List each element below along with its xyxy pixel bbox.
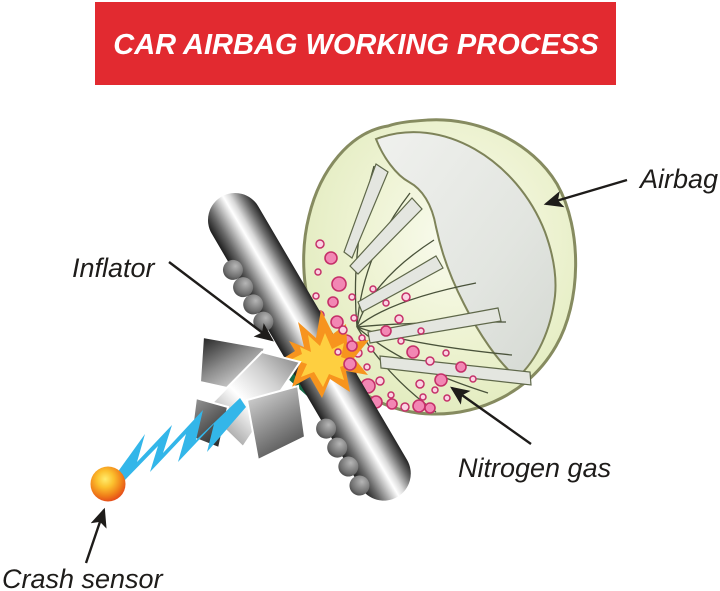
nitrogen-dot — [363, 363, 371, 371]
arrow-to-airbag — [543, 178, 628, 208]
arrow-to-crash-sensor — [84, 507, 107, 564]
label-crash-sensor: Crash sensor — [2, 564, 164, 591]
nitrogen-dot — [469, 375, 477, 383]
nitrogen-dot — [331, 276, 347, 292]
label-inflator: Inflator — [72, 253, 156, 283]
nitrogen-dot — [406, 345, 420, 359]
nitrogen-gas-dots-foreground — [334, 325, 358, 371]
arrow-facet-fin — [245, 384, 307, 462]
column-grip-bump — [222, 259, 243, 280]
flame-inner — [292, 333, 355, 387]
nitrogen-dot — [415, 379, 425, 389]
column-grip-bump — [233, 277, 254, 298]
nitrogen-dot — [312, 292, 320, 300]
nitrogen-dot — [327, 296, 339, 308]
label-arrows — [84, 178, 628, 564]
nitrogen-dot — [350, 314, 358, 322]
nitrogen-dot — [338, 325, 348, 335]
nitrogen-dot — [425, 356, 435, 366]
nitrogen-dot — [314, 268, 322, 276]
title-banner: CAR AIRBAG WORKING PROCESS — [95, 2, 616, 85]
nitrogen-dot — [367, 345, 375, 353]
nitrogen-dot — [369, 285, 377, 293]
nitrogen-dot — [417, 327, 425, 335]
airbag-rib — [357, 255, 444, 313]
airbag-ribs — [343, 163, 532, 386]
nitrogen-dot — [442, 349, 450, 357]
nitrogen-dot — [358, 334, 366, 342]
nitrogen-dot — [401, 292, 411, 302]
column-grip-bump — [243, 294, 264, 315]
nitrogen-dot — [400, 402, 410, 412]
nitrogen-dot — [397, 337, 405, 345]
gas-flow-line — [356, 239, 435, 328]
nitrogen-dot — [346, 340, 358, 352]
airbag-balloon — [302, 118, 578, 416]
title-banner-background — [95, 2, 616, 85]
column-grip-bump — [327, 437, 348, 458]
nitrogen-dot — [394, 314, 404, 324]
nitrogen-dot — [386, 398, 398, 410]
nitrogen-dot — [434, 373, 448, 387]
lightning-bolt-icon — [117, 398, 246, 481]
airbag-rib — [349, 197, 423, 275]
gas-flow-line — [356, 282, 477, 328]
nitrogen-dot — [324, 251, 338, 265]
label-nitrogen-gas: Nitrogen gas — [458, 453, 611, 483]
airbag-rib — [367, 307, 502, 344]
arrow-to-inflator — [168, 261, 274, 342]
column-grip-bump — [338, 456, 359, 477]
nitrogen-dot — [455, 361, 467, 373]
label-airbag: Airbag — [638, 164, 718, 194]
nitrogen-dot — [412, 399, 426, 413]
nitrogen-dot — [315, 239, 325, 249]
airbag-rib — [343, 163, 389, 259]
nitrogen-dot — [419, 393, 427, 401]
explosion-flame-icon — [279, 310, 369, 398]
nitrogen-dot — [375, 376, 385, 386]
nitrogen-dot — [424, 402, 436, 414]
nitrogen-dot — [387, 391, 395, 399]
nitrogen-dot — [443, 394, 451, 402]
nitrogen-dot — [431, 386, 439, 394]
nitrogen-dot — [382, 299, 390, 307]
crash-sensor-ball — [90, 466, 126, 502]
column-grip-bump — [316, 418, 337, 439]
nitrogen-dot — [334, 348, 342, 356]
nitrogen-dot — [348, 293, 356, 301]
nitrogen-dot — [380, 325, 392, 337]
nitrogen-dot — [343, 357, 357, 371]
column-grip-bump — [349, 475, 370, 496]
page-title: CAR AIRBAG WORKING PROCESS — [113, 29, 599, 61]
nitrogen-dot — [330, 315, 344, 329]
arrow-to-nitrogen-gas — [450, 386, 532, 445]
